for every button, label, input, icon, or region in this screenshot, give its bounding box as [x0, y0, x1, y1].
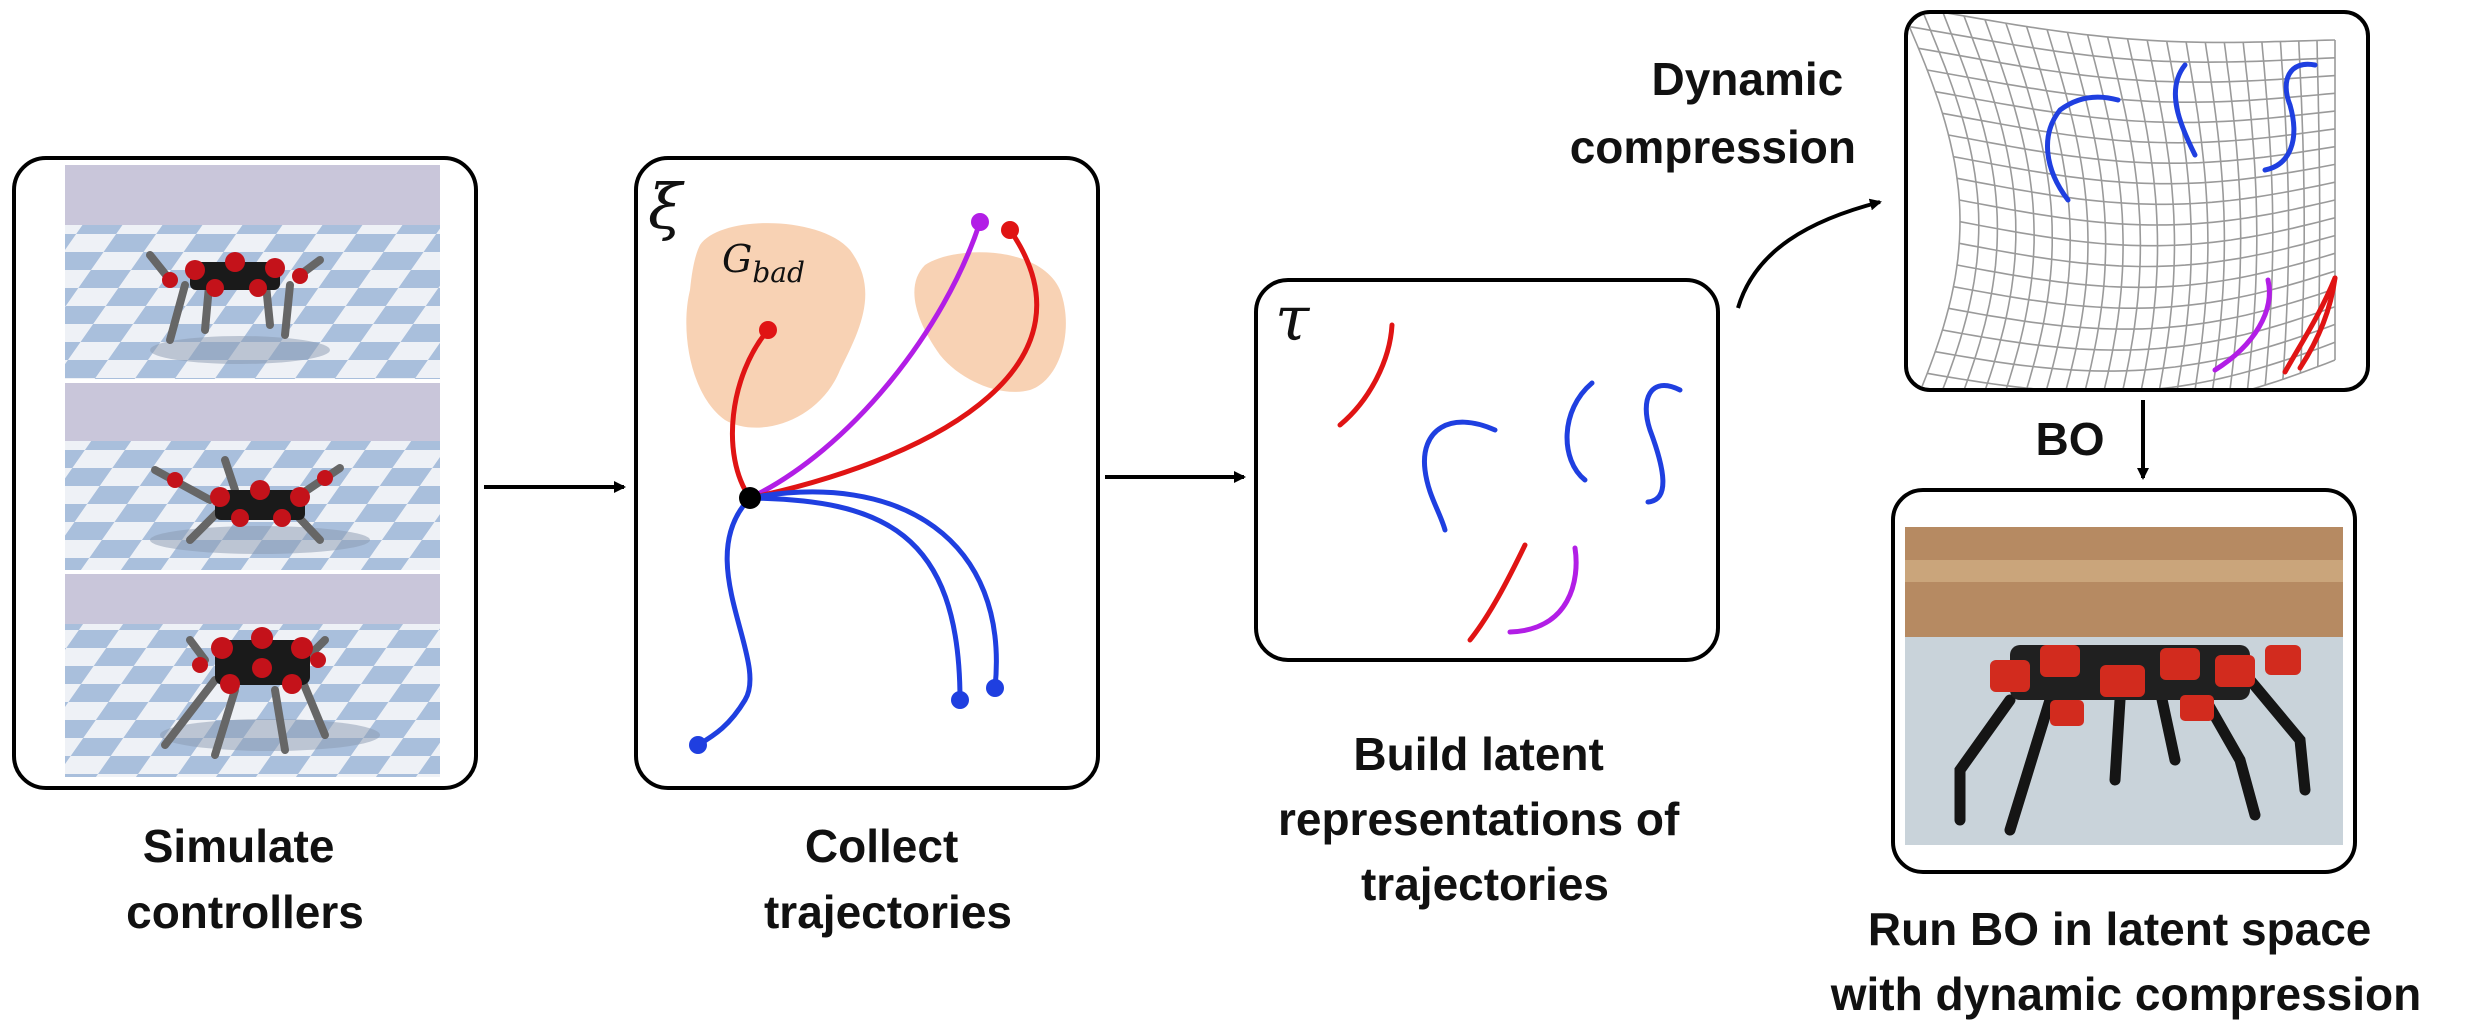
hexapod-robot-photo: [1905, 527, 2343, 845]
grid-line-horizontal: [1918, 359, 2336, 388]
xi-symbol: ξ: [648, 170, 685, 243]
trajectory-bad-1: [730, 327, 771, 501]
compressed-borderline: [2212, 277, 2272, 373]
endpoint-borderline: [971, 213, 989, 231]
grid-line-horizontal: [1959, 217, 2336, 247]
run-caption: Run BO in latent space with dynamic comp…: [1830, 903, 2421, 1020]
latent-box: τ: [1254, 278, 1720, 662]
grid-line-horizontal: [1959, 234, 2336, 268]
trajectory-good-2: [747, 495, 963, 703]
latent-bad-1: [1337, 322, 1395, 428]
grid-line-horizontal: [1959, 199, 2336, 226]
compressed-bad-2: [2297, 275, 2338, 371]
dynamic-compression-caption: Dynamic compression: [1570, 53, 1856, 173]
compressed-good-1: [2045, 94, 2121, 203]
trajectory-good-1: [695, 495, 753, 748]
compressed-good-2: [2172, 62, 2198, 158]
simulate-box: [12, 156, 478, 790]
sim-robot-1: [146, 251, 330, 364]
grid-line-horizontal: [1948, 134, 2336, 164]
compressed-bad-1: [2282, 275, 2338, 375]
grid-line-horizontal: [1935, 90, 2336, 124]
sim-robot-3: [160, 627, 380, 759]
grid-line-horizontal: [1927, 69, 2336, 103]
grid-line-horizontal: [1942, 112, 2336, 144]
latent-good-2: [1564, 380, 1595, 483]
grid-line-horizontal: [1908, 14, 2336, 44]
grid-line-horizontal: [1953, 270, 2336, 309]
simulate-caption: Simulate controllers: [126, 820, 364, 938]
grid-line-horizontal: [1918, 47, 2336, 83]
latent-bad-2: [1467, 542, 1528, 643]
grid-line-horizontal: [1953, 155, 2336, 185]
g-bad-label: Gbad: [722, 237, 805, 289]
grid-line-horizontal: [1909, 25, 2336, 64]
latent-borderline: [1507, 545, 1579, 635]
trajectory-start-point: [739, 487, 761, 509]
latent-good-1: [1421, 419, 1498, 533]
trajectory-borderline: [747, 219, 983, 501]
grid-line-horizontal: [1942, 305, 2336, 351]
grid-line-horizontal: [1927, 341, 2336, 388]
endpoint-bad-2: [1001, 221, 1019, 239]
bo-label: BO: [2036, 413, 2105, 465]
collect-box: ξ Gbad: [634, 156, 1100, 790]
compression-box: [1904, 10, 2370, 392]
endpoint-bad-1: [759, 321, 777, 339]
trajectory-bad-2: [747, 227, 1040, 501]
warped-latent-grid: [1908, 14, 2336, 388]
collect-caption: Collect trajectories: [764, 820, 1012, 938]
build-caption: Build latent representations of trajecto…: [1278, 728, 1692, 910]
trajectory-good-3: [747, 489, 999, 691]
grid-line-horizontal: [1956, 252, 2336, 289]
grid-line-horizontal: [1948, 288, 2336, 330]
bad-region-1: [686, 223, 866, 428]
endpoint-good-1: [689, 736, 707, 754]
arrow-build-to-compression: [1736, 198, 1882, 309]
endpoint-good-3: [986, 679, 1004, 697]
sim-robot-2: [150, 456, 370, 554]
run-box: [1891, 488, 2357, 874]
grid-line-horizontal: [1935, 323, 2336, 372]
compressed-good-3: [2262, 61, 2318, 173]
latent-good-3: [1643, 383, 1683, 505]
endpoint-good-2: [951, 691, 969, 709]
hexapod-simulation-image: [65, 165, 440, 777]
grid-line-horizontal: [1956, 177, 2336, 206]
tau-symbol: τ: [1275, 282, 1311, 355]
